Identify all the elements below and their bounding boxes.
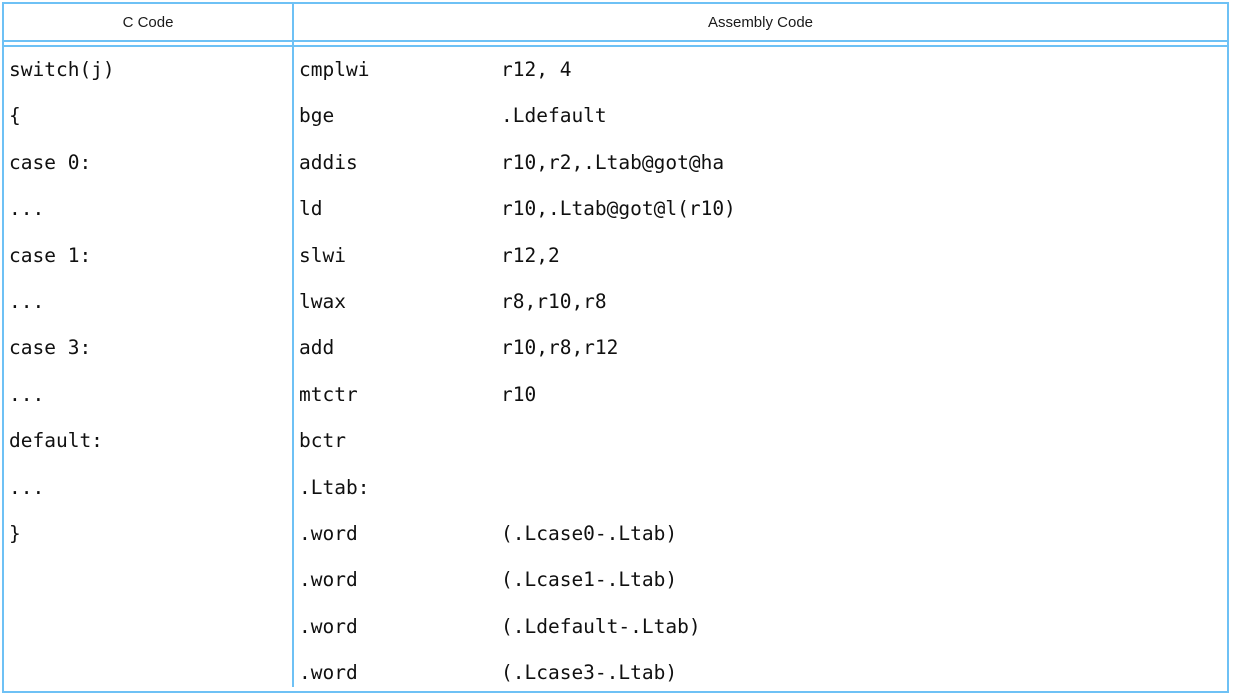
assembly-code-line: mtctr r10 <box>294 372 1227 418</box>
header-rule-column-divider <box>292 40 294 47</box>
assembly-mnemonic: slwi <box>299 243 346 267</box>
assembly-code-column: cmplwi r12, 4 bge .Ldefault addis r10,r2,.Lta… <box>292 47 1227 687</box>
assembly-mnemonic: addis <box>299 150 358 174</box>
assembly-operands: r10 <box>501 382 537 406</box>
assembly-code-line: .word (.Lcase0-.Ltab) <box>294 511 1227 557</box>
assembly-mnemonic: .word <box>299 614 358 638</box>
c-code-line: default: <box>9 429 103 453</box>
assembly-mnemonic: bctr <box>299 429 346 453</box>
assembly-mnemonic: lwax <box>299 289 346 313</box>
assembly-operands: r10,r8,r12 <box>501 336 619 360</box>
assembly-mnemonic: ld <box>299 197 323 221</box>
assembly-mnemonic: .word <box>299 661 358 685</box>
c-code-line: case 1: <box>9 243 92 267</box>
assembly-operands: (.Lcase3-.Ltab) <box>501 661 678 685</box>
assembly-operands: r12, 4 <box>501 58 572 81</box>
assembly-operands: (.Ldefault-.Ltab) <box>501 614 701 638</box>
assembly-operands: r8,r10,r8 <box>501 289 607 313</box>
assembly-code-line: lwax r8,r10,r8 <box>294 279 1227 325</box>
table-header-row: C Code Assembly Code <box>4 4 1227 40</box>
assembly-operands: .Ldefault <box>501 104 607 128</box>
c-code-line: switch(j) <box>9 58 115 81</box>
c-code-line: { <box>9 104 21 128</box>
assembly-mnemonic: .word <box>299 521 358 545</box>
assembly-operands: (.Lcase0-.Ltab) <box>501 521 678 545</box>
assembly-mnemonic: cmplwi <box>299 58 370 81</box>
assembly-mnemonic: add <box>299 336 335 360</box>
assembly-code-line: slwi r12,2 <box>294 233 1227 279</box>
assembly-operands: r10,.Ltab@got@l(r10) <box>501 197 736 221</box>
assembly-mnemonic: mtctr <box>299 382 358 406</box>
assembly-mnemonic: .Ltab: <box>299 475 370 499</box>
c-code-line: ... <box>9 197 45 221</box>
column-header-c-code: C Code <box>122 13 174 31</box>
assembly-mnemonic: .word <box>299 568 358 592</box>
c-code-line: ... <box>9 289 45 313</box>
assembly-code-line: .Ltab: <box>294 465 1227 511</box>
c-code-line: ... <box>9 475 45 499</box>
assembly-code-line: addis r10,r2,.Ltab@got@ha <box>294 140 1227 186</box>
assembly-code-line: bge .Ldefault <box>294 93 1227 139</box>
assembly-operands: r10,r2,.Ltab@got@ha <box>501 150 725 174</box>
assembly-code-line: .word (.Lcase3-.Ltab) <box>294 650 1227 696</box>
assembly-code-line: bctr <box>294 418 1227 464</box>
assembly-code-line: cmplwi r12, 4 <box>294 47 1227 93</box>
c-code-column: switch(j) { case 0:... case 1:... case 3:...… <box>4 47 292 687</box>
c-code-line: case 3: <box>9 336 92 360</box>
c-code-line: case 0: <box>9 150 92 174</box>
c-code-line: ... <box>9 382 45 406</box>
assembly-code-line: .word (.Ldefault-.Ltab) <box>294 604 1227 650</box>
c-code-line: } <box>9 521 21 545</box>
assembly-operands: r12,2 <box>501 243 560 267</box>
assembly-code-line: add r10,r8,r12 <box>294 325 1227 371</box>
assembly-code-line: ld r10,.Ltab@got@l(r10) <box>294 186 1227 232</box>
assembly-operands: (.Lcase1-.Ltab) <box>501 568 678 592</box>
assembly-code-line: .word (.Lcase1-.Ltab) <box>294 557 1227 603</box>
table-body: switch(j) { case 0:... case 1:... case 3:...… <box>4 47 1227 687</box>
column-header-assembly-code: Assembly Code <box>292 4 1227 40</box>
header-double-rule <box>4 40 1227 47</box>
assembly-mnemonic: bge <box>299 104 335 128</box>
